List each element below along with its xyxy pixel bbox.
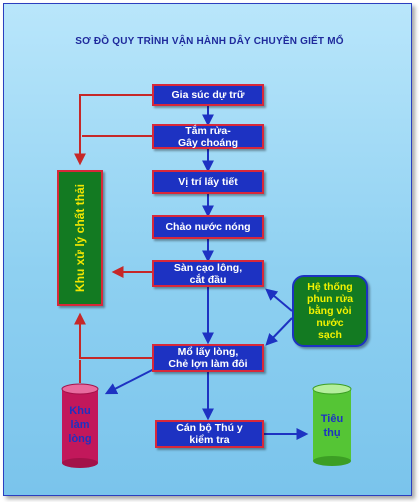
step-scalding: Chảo nước nóng bbox=[152, 215, 264, 239]
step-evisceration-split: Mổ lấy lòng, Chẻ lợn làm đôi bbox=[152, 344, 264, 372]
step-livestock-holding: Gia súc dự trữ bbox=[152, 84, 264, 106]
consume-text: Tiêu thụ bbox=[320, 413, 344, 439]
step-bleeding: Vị trí lấy tiết bbox=[152, 170, 264, 194]
diagram-title: SƠ ĐỒ QUY TRÌNH VẬN HÀNH DÂY CHUYỀN GIẾT… bbox=[75, 36, 344, 47]
consume-label: Tiêu thụ bbox=[313, 412, 351, 440]
step-label: Gia súc dự trữ bbox=[171, 89, 245, 101]
waste-line-top bbox=[74, 94, 152, 166]
spray-system-box: Hệ thống phun rửa bằng vòi nước sạch bbox=[292, 275, 368, 347]
step-label: Cán bộ Thú y kiểm tra bbox=[176, 422, 243, 446]
step-dehair-dehead: Sàn cạo lông, cắt đầu bbox=[152, 260, 264, 287]
step-label: Mổ lấy lòng, Chẻ lợn làm đôi bbox=[168, 346, 248, 370]
offal-cylinder-icon bbox=[61, 383, 99, 468]
spray-arrow-upper bbox=[265, 288, 293, 312]
waste-line-gut bbox=[74, 312, 152, 359]
waste-area-label: Khu xử lý chất thải bbox=[73, 183, 87, 293]
offal-area-text: Khu làm lòng bbox=[68, 405, 92, 445]
offal-area-label: Khu làm lòng bbox=[62, 404, 98, 446]
step-label: Sàn cạo lông, cắt đầu bbox=[173, 261, 243, 286]
spray-arrow-lower bbox=[265, 317, 293, 346]
step-wash-stun: Tắm rửa- Gây choáng bbox=[152, 124, 264, 149]
offal-arrow bbox=[104, 365, 161, 395]
step-label: Tắm rửa- Gây choáng bbox=[177, 124, 239, 149]
step-label: Vị trí lấy tiết bbox=[178, 176, 238, 188]
step-label: Chảo nước nóng bbox=[165, 221, 251, 233]
step-vet-inspection: Cán bộ Thú y kiểm tra bbox=[155, 420, 264, 448]
waste-treatment-area: Khu xử lý chất thải bbox=[57, 170, 103, 306]
spray-system-label: Hệ thống phun rửa bằng vòi nước sạch bbox=[306, 281, 354, 341]
consume-cylinder-icon bbox=[312, 383, 352, 466]
